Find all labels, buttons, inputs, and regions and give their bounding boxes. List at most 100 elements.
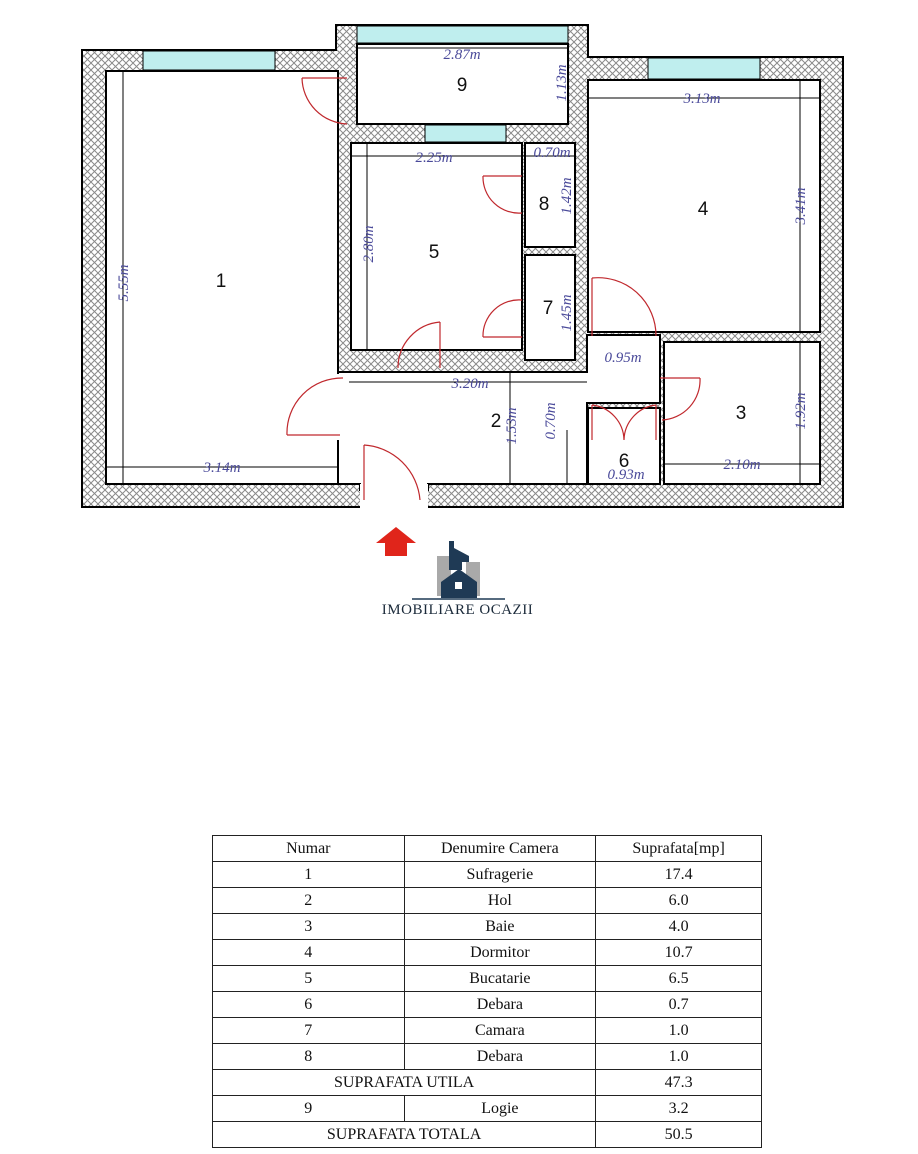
cell-room-name: Hol (403, 887, 597, 914)
cell-number: 6 (212, 991, 405, 1018)
cell-number: 3 (212, 913, 405, 940)
door-swing (286, 377, 344, 436)
header-cell: Denumire Camera (403, 835, 597, 862)
dimension-label: 1.92m (793, 392, 809, 429)
cell-room-name: Camara (403, 1017, 597, 1044)
door-swing (363, 444, 421, 501)
room-7 (524, 254, 576, 361)
door-swing (482, 175, 523, 214)
dimension-label: 3.41m (793, 187, 809, 225)
dimension-label: 2.80m (361, 225, 377, 262)
subtotal-row: SUPRAFATA UTILA 47.3 (211, 1069, 762, 1096)
cell-number: 4 (212, 939, 405, 966)
entrance-arrow-icon (376, 527, 416, 556)
cell-area: 4.0 (595, 913, 762, 940)
cell-number: 1 (212, 861, 405, 888)
dimension-label: 1.42m (559, 177, 575, 214)
cell-area: 3.2 (595, 1095, 762, 1122)
dimension-label: 0.95m (604, 350, 641, 366)
cell-number: 9 (212, 1095, 405, 1122)
entrance-opening (360, 484, 428, 508)
cell-area: 6.0 (595, 887, 762, 914)
table-row: 9 Logie 3.2 (212, 1095, 762, 1122)
total-value: 50.5 (595, 1121, 762, 1148)
dimension-label: 1.13m (554, 64, 570, 101)
cell-room-name: Debara (403, 1043, 597, 1070)
cell-area: 17.4 (595, 861, 762, 888)
dimension-label: 1.53m (504, 407, 520, 444)
cell-room-name: Logie (403, 1095, 597, 1122)
room-number: 9 (457, 75, 468, 96)
room-9 (356, 43, 569, 125)
dimension-label: 0.93m (607, 467, 644, 483)
logo-icon (412, 541, 505, 600)
dimension-label: 0.70m (533, 145, 570, 161)
room-number: 1 (216, 271, 227, 292)
room-4 (587, 79, 821, 333)
room-number: 4 (698, 199, 709, 220)
dimension-label: 5.55m (116, 264, 132, 301)
room-number: 8 (539, 194, 550, 215)
total-row: SUPRAFATA TOTALA 50.5 (211, 1121, 762, 1148)
subtotal-label: SUPRAFATA UTILA (211, 1069, 597, 1096)
table-header-row: Numar Denumire Camera Suprafata[mp] (212, 835, 762, 862)
cell-number: 5 (212, 965, 405, 992)
door-swing (397, 321, 441, 369)
cell-area: 10.7 (595, 939, 762, 966)
cell-room-name: Sufragerie (403, 861, 597, 888)
cell-area: 1.0 (595, 1043, 762, 1070)
dimension-label: 2.25m (415, 150, 452, 166)
logo-text: IMOBILIARE OCAZII (381, 602, 534, 618)
cell-number: 2 (212, 887, 405, 914)
room-5 (350, 142, 523, 351)
dimension-label: 1.45m (559, 294, 575, 331)
room-3 (663, 341, 821, 485)
room-number: 7 (543, 298, 554, 319)
door-swing (591, 277, 657, 337)
dimension-label: 2.87m (443, 47, 480, 63)
dimension-label: 3.20m (450, 376, 488, 392)
door-swing (660, 377, 701, 421)
window (142, 50, 276, 71)
cell-room-name: Debara (403, 991, 597, 1018)
room-1 (105, 70, 339, 485)
room1-hall-opening (334, 374, 342, 440)
door-swing (301, 77, 348, 125)
dimension-label: 2.10m (723, 457, 760, 473)
header-cell: Suprafata[mp] (595, 835, 762, 862)
room-number: 6 (619, 451, 630, 472)
cell-number: 8 (212, 1043, 405, 1070)
cell-room-name: Bucatarie (403, 965, 597, 992)
window (424, 124, 507, 143)
room-6 (587, 407, 661, 485)
cell-room-name: Baie (403, 913, 597, 940)
dimension-label: 0.70m (543, 402, 559, 439)
cell-number: 7 (212, 1017, 405, 1044)
room-8 (524, 142, 576, 248)
window (647, 57, 761, 80)
dimension-label: 3.14m (202, 460, 240, 476)
cell-area: 6.5 (595, 965, 762, 992)
room-number: 5 (429, 242, 440, 263)
subtotal-value: 47.3 (595, 1069, 762, 1096)
header-cell: Numar (212, 835, 405, 862)
cell-area: 0.7 (595, 991, 762, 1018)
total-label: SUPRAFATA TOTALA (211, 1121, 597, 1148)
cell-area: 1.0 (595, 1017, 762, 1044)
room-number: 3 (736, 403, 747, 424)
window (356, 25, 569, 44)
cell-room-name: Dormitor (403, 939, 597, 966)
door-swing (482, 299, 523, 338)
dimension-label: 3.13m (682, 91, 720, 107)
room-number: 2 (491, 411, 502, 432)
door-swing (591, 404, 657, 441)
